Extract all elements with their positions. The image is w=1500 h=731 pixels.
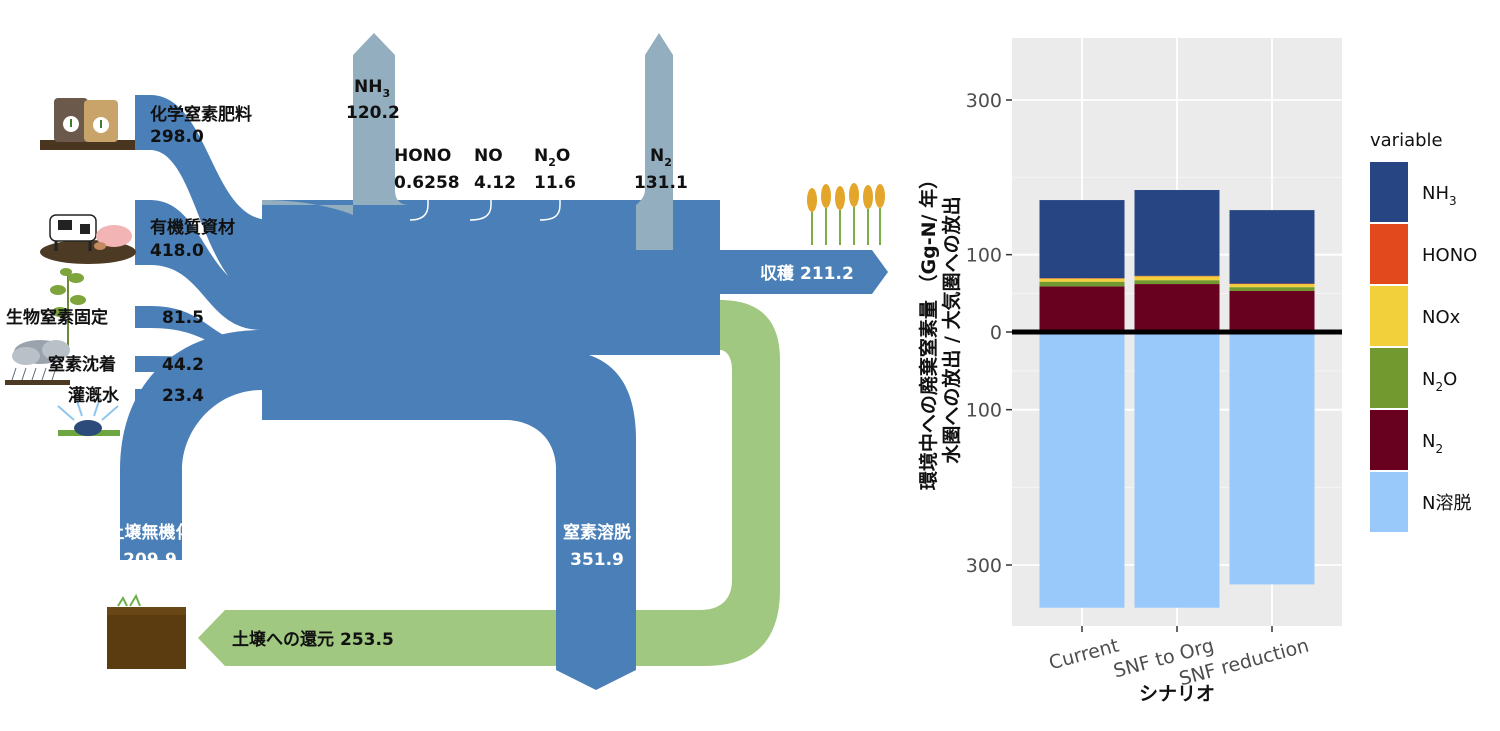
legend-title: variable [1370, 130, 1443, 151]
flow-leaching [262, 350, 636, 690]
flow-soil-mineralization [120, 330, 262, 560]
irrigation-value: 23.4 [162, 386, 204, 406]
legend-key-n溶脱 [1370, 472, 1408, 532]
bar-current-nh3 [1039, 200, 1125, 279]
legume-plant-icon [50, 268, 86, 350]
y-tick-label: 100 [966, 245, 1002, 267]
fertilizer-value: 298.0 [150, 127, 204, 147]
bars [1039, 190, 1315, 608]
bar-snf-to-org-n溶脱 [1134, 332, 1220, 608]
fixation-label: 生物窒素固定 [6, 307, 108, 328]
y-tick-label: 300 [966, 555, 1002, 577]
legend-label-n2: N2 [1422, 431, 1443, 456]
legend-key-n2 [1370, 410, 1408, 470]
bar-snf-to-org-nox [1134, 276, 1220, 281]
y-axis-title-line2: 水圏への放出 / 大気圏への放出 [940, 196, 963, 463]
deposition-value: 44.2 [162, 355, 204, 375]
y-tick-label: 300 [966, 90, 1002, 112]
leaching-value: 351.9 [570, 550, 624, 570]
bar-current-n2 [1039, 286, 1125, 332]
no-value: 4.12 [474, 173, 516, 193]
bar-snf-reduction-n溶脱 [1229, 332, 1315, 585]
n2o-value: 11.6 [534, 173, 576, 193]
rain-cloud-icon [5, 340, 70, 385]
leaching-label: 窒素溶脱 [563, 522, 631, 543]
flow-leaching-gap [262, 420, 556, 480]
bar-snf-to-org-hono [1134, 275, 1220, 277]
bar-snf-reduction-hono [1229, 283, 1315, 285]
flow-n2-emission [636, 33, 673, 250]
flow-nh3-emission [262, 33, 410, 215]
flow-harvest [700, 250, 888, 294]
sprinkler-icon [57, 397, 120, 436]
fixation-value: 81.5 [162, 308, 204, 328]
legend-key-hono [1370, 224, 1408, 284]
soil-block-icon [107, 593, 186, 669]
hono-value: 0.6258 [394, 173, 460, 193]
bar-current-hono [1039, 278, 1125, 279]
flow-soil-return [198, 300, 780, 666]
x-axis-title: シナリオ [1139, 683, 1215, 705]
bar-snf-reduction-nh3 [1229, 210, 1315, 284]
soil-mineralization-value: 209.9 [123, 550, 177, 570]
y-tick-label: 100 [966, 400, 1002, 422]
nh3-value: 120.2 [346, 103, 400, 123]
flow-fertilizer [135, 95, 270, 300]
y-axis: 300 100 0 100 300 [966, 90, 1012, 577]
n2-label: N2 [650, 146, 672, 169]
legend-label-nh3: NH3 [1422, 183, 1457, 208]
organic-value: 418.0 [150, 241, 204, 261]
hono-label: HONO [394, 146, 451, 166]
legend-key-n2o [1370, 348, 1408, 408]
fertilizer-bags-icon [40, 98, 135, 150]
legend-key-nox [1370, 286, 1408, 346]
no-label: NO [474, 146, 503, 166]
soil-mineralization-label: 土壌無機化 [108, 522, 193, 543]
nh3-label: NH3 [354, 77, 390, 100]
organic-label: 有機質資材 [150, 217, 235, 238]
minor-gas-lines [409, 44, 561, 221]
legend-label-n溶脱: N溶脱 [1422, 493, 1471, 514]
fertilizer-label: 化学窒素肥料 [150, 104, 252, 125]
bar-current-n溶脱 [1039, 332, 1125, 608]
livestock-icon [40, 214, 136, 264]
bar-snf-to-org-nh3 [1134, 190, 1220, 276]
bar-snf-reduction-nox [1229, 284, 1315, 288]
irrigation-label: 灌漑水 [68, 385, 120, 406]
n2-value: 131.1 [634, 173, 688, 193]
legend-key-nh3 [1370, 162, 1408, 222]
bar-snf-to-org-n2o [1134, 280, 1220, 285]
x-tick-label: Current [1047, 635, 1122, 675]
legend-label-n2o: N2O [1422, 369, 1457, 394]
bar-current-n2o [1039, 281, 1125, 287]
bar-current-nox [1039, 278, 1125, 282]
wheat-crop-icon [807, 183, 885, 245]
n2o-label: N2O [534, 146, 570, 169]
nitrogen-sankey-diagram: 化学窒素肥料 298.0 有機質資材 418.0 生物窒素固定 81.5 窒素沈… [5, 33, 888, 690]
flow-organic [135, 200, 262, 330]
bar-snf-to-org-n2 [1134, 284, 1220, 332]
deposition-label: 窒素沈着 [48, 354, 116, 375]
legend-label-nox: NOx [1422, 307, 1461, 328]
legend-label-hono: HONO [1422, 245, 1477, 266]
flow-main-trunk [262, 200, 720, 355]
y-tick-label: 0 [990, 322, 1002, 344]
y-axis-title-line1: 環境中への廃棄窒素量 （Gg-N/ 年） [917, 170, 940, 490]
bar-snf-reduction-n2 [1229, 291, 1315, 332]
bar-snf-reduction-n2o [1229, 287, 1315, 292]
